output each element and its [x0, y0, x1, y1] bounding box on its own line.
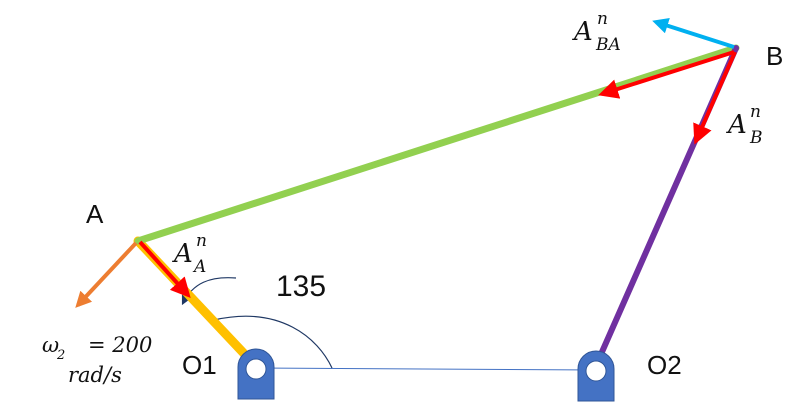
tangential-accel-a-arrow	[75, 241, 138, 308]
label-angle: 135	[276, 270, 326, 303]
normal-accel-ba-arrow	[598, 50, 735, 99]
label-accel-a-normal: A n A	[172, 231, 207, 277]
svg-text:A: A	[572, 17, 593, 47]
svg-text:= 200: = 200	[88, 333, 152, 357]
normal-accel-b-arrow	[693, 51, 737, 145]
svg-text:A: A	[172, 239, 193, 269]
angle-arc	[213, 315, 333, 369]
link-a-b	[134, 44, 740, 245]
svg-text:A: A	[726, 110, 747, 140]
pivot-o1-support	[237, 348, 275, 400]
label-angular-velocity: ω 2 = 200 rad/s	[42, 333, 152, 387]
svg-text:rad/s: rad/s	[68, 363, 122, 387]
label-accel-b-normal: A n B	[726, 102, 763, 148]
svg-text:ω: ω	[42, 333, 59, 357]
svg-text:A: A	[192, 257, 206, 277]
label-pivot-o1: O1	[182, 350, 217, 380]
svg-text:n: n	[750, 102, 761, 122]
ground-line	[255, 367, 597, 371]
svg-text:B: B	[749, 128, 763, 148]
accel-ba-blue-arrow	[652, 18, 735, 49]
svg-text:2: 2	[56, 348, 65, 363]
label-point-b: B	[766, 41, 783, 71]
label-accel-ba-normal: A n BA	[572, 9, 621, 55]
svg-text:BA: BA	[595, 35, 621, 55]
svg-text:n: n	[597, 9, 608, 29]
pivot-o2-support	[577, 350, 615, 402]
svg-text:n: n	[196, 231, 207, 251]
label-point-a: A	[86, 199, 104, 229]
normal-accel-a-arrow	[138, 240, 191, 298]
label-pivot-o2: O2	[647, 350, 682, 380]
